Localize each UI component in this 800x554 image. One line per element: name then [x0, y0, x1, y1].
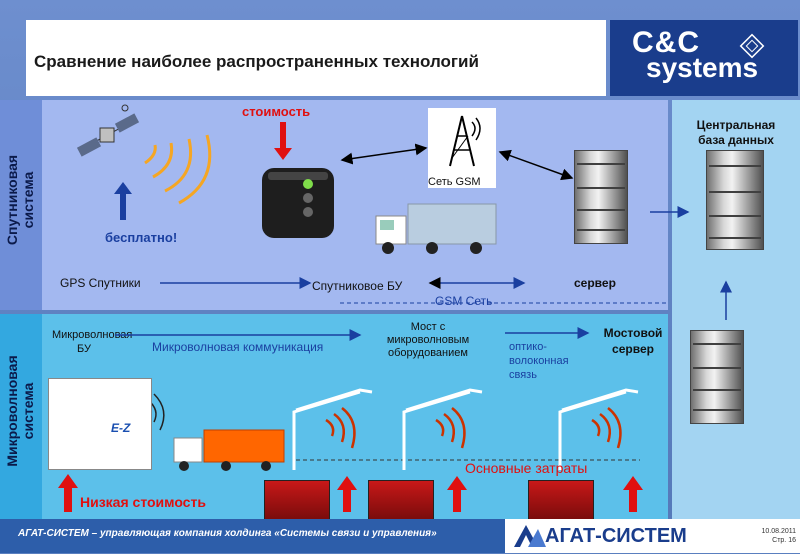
central-db-server-icon: [706, 150, 764, 250]
low-cost-label: Низкая стоимость: [80, 494, 206, 510]
mw-device-brand: E-Z: [111, 421, 131, 435]
free-label: бесплатно!: [105, 230, 178, 245]
cost-label: стоимость: [242, 104, 311, 119]
free-arrow-icon: [114, 182, 132, 220]
generator-1-icon: [264, 480, 330, 520]
satellite-unit-device-icon: [262, 168, 334, 238]
gsm-network-label: Сеть GSM: [428, 176, 481, 188]
mw-communication-label: Микроволновая коммуникация: [152, 340, 324, 354]
gsm-net-label: GSM Сеть: [435, 294, 493, 308]
mw-unit-label: Микроволновая БУ: [52, 329, 133, 355]
footer-text: АГАТ-СИСТЕМ – управляющая компания холди…: [18, 528, 437, 539]
satellite-icon: [76, 104, 140, 157]
bridge-server-icon: [690, 330, 744, 424]
logo-text-top: C&C: [632, 26, 700, 59]
footer-brand: АГАТ-СИСТЕМ: [545, 525, 687, 547]
bridge-server-label: Мостовой сервер: [603, 326, 663, 356]
satellite-section-label-box: Спутниковая система: [0, 100, 42, 310]
bridge-label: Мост с микроволновым оборудованием: [386, 321, 470, 359]
cost-arrow-icon: [274, 122, 292, 160]
footer-logo-icon: [512, 523, 548, 549]
footer-date: 10.08.2011: [761, 528, 796, 535]
logo-text-bottom: systems: [646, 52, 759, 83]
page-title: Сравнение наиболее распространенных техн…: [34, 52, 479, 71]
truck-satellite-icon: [375, 203, 497, 254]
gsm-tower-icon: [449, 115, 481, 167]
microwave-section-label-box: Микроволновая система: [0, 314, 42, 519]
logo-diamond-icon: [739, 33, 765, 59]
title-bar: Сравнение наиболее распространенных техн…: [26, 20, 606, 96]
company-logo: C&C systems: [610, 20, 798, 96]
satellite-signal-waves: [144, 134, 212, 205]
truck-microwave-icon: [173, 429, 285, 471]
main-costs-label: Основные затраты: [465, 460, 588, 476]
fiber-label: оптико- волоконная связь: [509, 341, 569, 381]
mw-unit-device-icon: E-Z: [48, 378, 152, 470]
footer-page: Стр. 16: [772, 537, 796, 544]
server-label: сервер: [574, 276, 616, 290]
central-db-label: Центральная база данных: [696, 118, 776, 147]
server-icon: [574, 150, 628, 244]
footer-date-block: 10.08.2011 Стр. 16: [752, 527, 796, 545]
gsm-tower-panel: Сеть GSM: [428, 108, 496, 188]
footer-bar: АГАТ-СИСТЕМ – управляющая компания холди…: [0, 519, 505, 553]
satellite-unit-label: Спутниковое БУ: [312, 279, 403, 293]
gps-satellites-label: GPS Спутники: [60, 276, 141, 290]
